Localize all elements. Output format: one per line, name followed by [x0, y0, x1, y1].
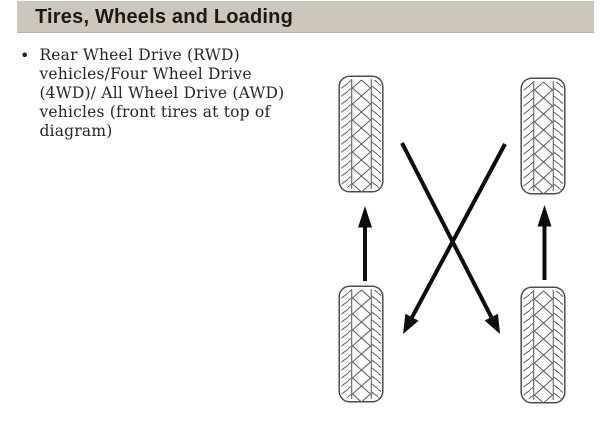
bullet-marker: • — [20, 46, 30, 65]
arrow-rear-right-to-front-right — [537, 205, 552, 280]
bullet-text-line: (4WD)/ All Wheel Drive (AWD) — [39, 84, 285, 102]
arrow-front-right-to-rear-left — [403, 143, 507, 334]
tire-rear-right — [520, 286, 566, 404]
tire-rotation-diagram — [338, 75, 566, 404]
bullet-text-line: vehicles/Four Wheel Drive — [39, 65, 252, 83]
section-title: Tires, Wheels and Loading — [35, 6, 294, 28]
tire-rear-left — [338, 285, 384, 403]
bullet-text-line: vehicles (front tires at top of — [39, 103, 271, 121]
bullet-text: Rear Wheel Drive (RWD) vehicles/Four Whe… — [39, 46, 284, 141]
tire-front-left — [338, 75, 384, 193]
arrow-rear-left-to-front-left — [358, 206, 372, 281]
arrow-front-left-to-rear-right — [400, 142, 500, 334]
bullet-item: • Rear Wheel Drive (RWD) vehicles/Four W… — [20, 46, 310, 141]
tire-front-right — [520, 77, 566, 195]
bullet-text-line: diagram) — [39, 122, 113, 140]
bullet-text-line: Rear Wheel Drive (RWD) — [39, 46, 240, 64]
section-header-bar: Tires, Wheels and Loading — [17, 1, 594, 33]
